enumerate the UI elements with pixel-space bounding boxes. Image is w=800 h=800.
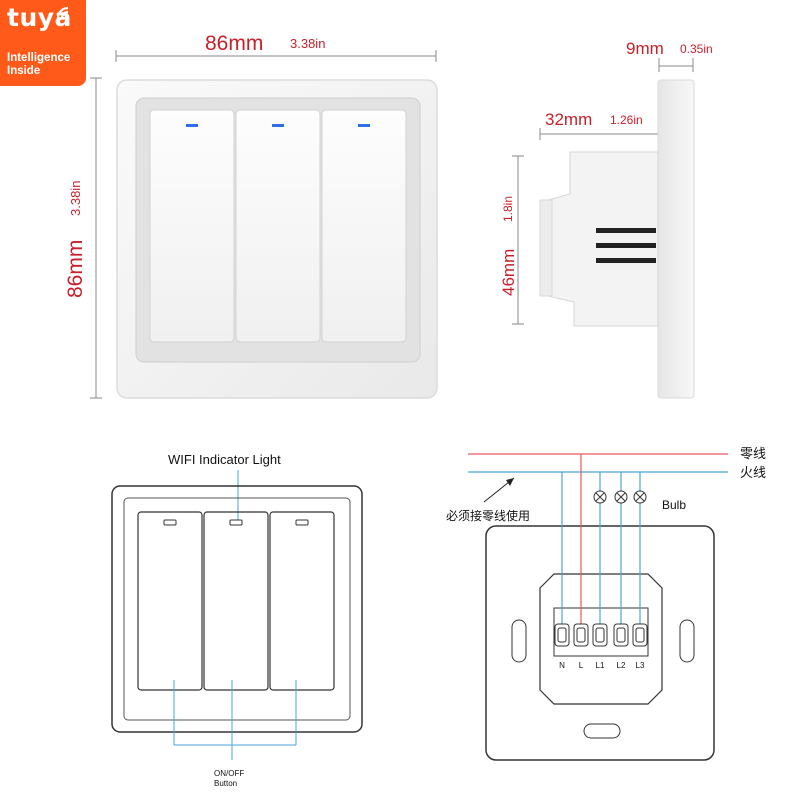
photo-buttons [149,109,407,343]
photo-button-1[interactable] [149,109,235,343]
side-plate [657,79,695,399]
height-in-label: 3.38in [68,181,83,216]
logo-subtitle-line1: Intelligence [7,52,71,64]
bulbs [593,490,647,504]
live-label: 火线 [740,465,766,480]
logo-subtitle-line2: Inside [7,65,41,77]
terminal-label-L1: L1 [596,661,605,670]
button-label-line1: ON/OFF [214,769,244,778]
diagram-button-3 [269,511,335,691]
bulb-cross-3 [635,492,645,502]
diagram-buttons [137,511,335,691]
terminal-label-N: N [559,661,565,670]
photo-button-3[interactable] [321,109,407,343]
terminal-screw-L [576,627,586,643]
diagram-plate-inner [123,497,351,721]
wifi-wave-icon [56,6,69,19]
body-height-mm-label: 46mm [499,249,518,296]
width-mm-label: 86mm [205,32,263,55]
wifi-indicator-label: WIFI Indicator Light [168,452,281,467]
bulb-label: Bulb [662,498,686,512]
body-mm-label: 32mm [545,110,592,129]
height-mm-label: 86mm [64,240,87,298]
logo-subtitle: Intelligence Inside [7,52,70,78]
back-housing [539,573,663,705]
terminal-N [554,623,570,647]
terminal-L1 [592,623,608,647]
neutral-label: 零线 [740,446,766,461]
diagram-indicator-3 [295,519,309,526]
diagram-button-2 [203,511,269,691]
side-view: 9mm 0.35in 32mm 1.26in 46mm 1.8in [499,39,713,399]
terminal-L3 [632,623,648,647]
terminal-screw-N [557,627,567,643]
body-in-label: 1.26in [610,113,643,127]
terminal-label-L: L [579,661,584,670]
button-label-line2: Button [214,779,237,788]
terminal-block [553,607,649,657]
terminal-screw-L1 [595,627,605,643]
wiring-diagram: 零线 火线 必须接零线使用 Bulb N L L1 L2 L3 [446,446,766,761]
neutral-required-note: 必须接零线使用 [446,508,530,523]
photo-button-2[interactable] [235,109,321,343]
bulb-cross-1 [595,492,605,502]
terminal-slot-2 [596,243,656,248]
terminal-L2 [613,623,629,647]
depth-in-label: 0.35in [680,42,713,56]
depth-mm-label: 9mm [626,39,664,58]
terminal-screw-L3 [635,627,645,643]
terminal-slot-1 [596,228,656,233]
front-line-diagram: WIFI Indicator Light ON/OFF Button [111,452,363,788]
mount-slot-left [511,619,527,663]
indicator-light-3 [358,124,370,127]
terminals: N L L1 L2 L3 [554,623,648,670]
diagram-indicator-2 [229,519,243,526]
diagram-button-1 [137,511,203,691]
mount-slot-right [679,619,695,663]
terminal-screw-L2 [616,627,626,643]
width-in-label: 3.38in [290,36,325,51]
terminal-slot-3 [596,258,656,263]
tuya-logo: tuya Intelligence Inside [0,0,86,86]
side-body [547,151,659,327]
terminal-label-L3: L3 [636,661,645,670]
indicator-light-2 [272,124,284,127]
note-arrow-head [506,478,514,486]
bulb-cross-2 [616,492,626,502]
body-height-in-label: 1.8in [501,196,515,222]
terminal-L [573,623,589,647]
diagram-indicator-1 [163,519,177,526]
logo-brand: tuya [7,3,72,32]
side-connector [539,199,553,297]
terminal-label-L2: L2 [617,661,626,670]
diagram-plate-outer [111,485,363,733]
indicator-light-1 [186,124,198,127]
mount-slot-bottom [583,723,621,739]
front-view: 86mm 3.38in 86mm 3.38in [64,32,438,399]
